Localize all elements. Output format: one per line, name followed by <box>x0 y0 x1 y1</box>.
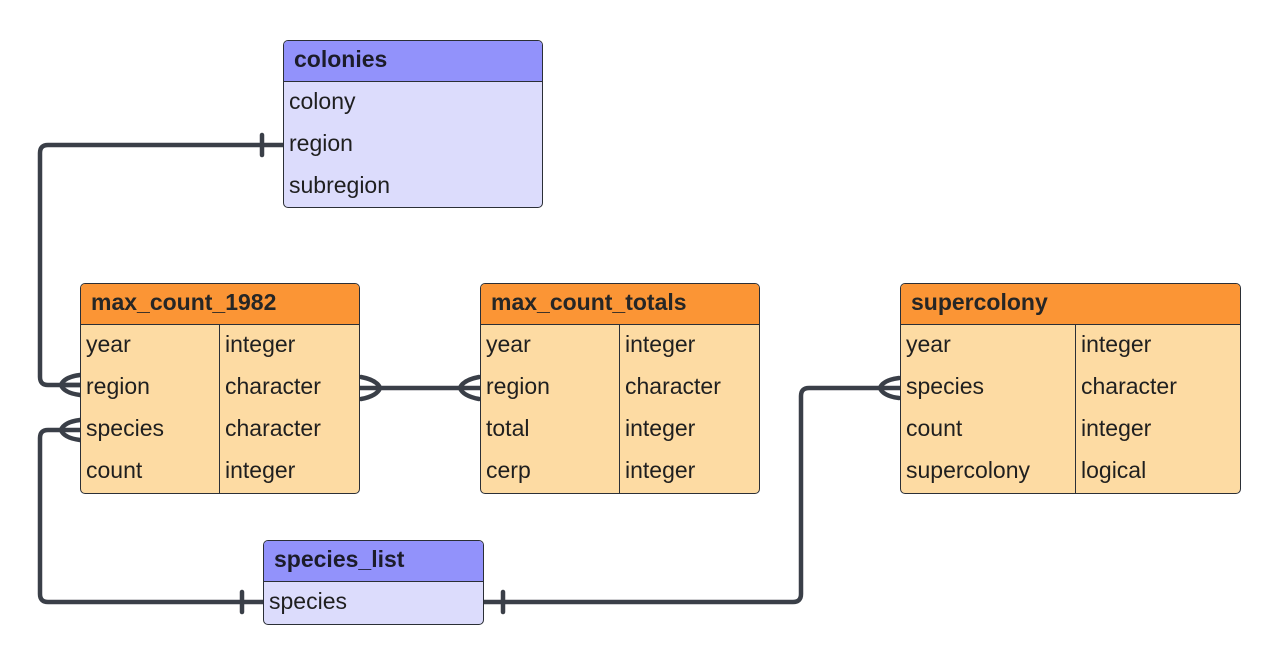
table-row[interactable]: cerp integer <box>481 451 759 493</box>
field-type: character <box>225 373 321 399</box>
field-type: character <box>1081 373 1177 399</box>
table-row[interactable]: supercolony logical <box>901 451 1240 493</box>
field-name: supercolony <box>906 457 1031 483</box>
field-name: region <box>486 373 550 399</box>
field-name: species <box>269 588 347 614</box>
table-title: supercolony <box>901 284 1240 325</box>
field-name: region <box>86 373 150 399</box>
many-marker <box>58 372 83 398</box>
field-type: integer <box>625 457 696 483</box>
table-max-count-1982[interactable]: max_count_1982 year integer region chara… <box>80 283 360 494</box>
field-name: species <box>86 415 164 441</box>
field-type: integer <box>1081 415 1152 441</box>
table-row[interactable]: subregion <box>284 166 542 207</box>
connector-max-count-1982-to-max-count-totals <box>357 374 483 402</box>
field-name: species <box>906 373 984 399</box>
table-row[interactable]: species character <box>81 409 359 451</box>
connector-species-list-to-supercolony-species <box>481 375 903 615</box>
table-title: max_count_1982 <box>81 284 359 325</box>
table-row[interactable]: total integer <box>481 409 759 451</box>
column-divider <box>1075 325 1077 493</box>
field-type: integer <box>225 331 296 357</box>
table-title: species_list <box>264 541 483 582</box>
field-name: count <box>906 415 963 441</box>
many-marker <box>358 374 383 402</box>
many-marker <box>877 375 902 401</box>
field-type: character <box>625 373 721 399</box>
field-name: total <box>486 415 530 441</box>
table-row[interactable]: region character <box>481 367 759 409</box>
field-name: year <box>486 331 531 357</box>
table-title: max_count_totals <box>481 284 759 325</box>
field-type: integer <box>625 415 696 441</box>
field-type: character <box>225 415 321 441</box>
table-max-count-totals[interactable]: max_count_totals year integer region cha… <box>480 283 760 494</box>
table-supercolony[interactable]: supercolony year integer species charact… <box>900 283 1241 494</box>
table-species-list[interactable]: species_list species <box>263 540 484 625</box>
field-name: year <box>86 331 131 357</box>
table-row[interactable]: count integer <box>81 451 359 493</box>
table-colonies[interactable]: colonies colony region subregion <box>283 40 543 208</box>
connector-colonies-region-to-max-count-1982-region <box>37 132 286 398</box>
field-type: integer <box>625 331 696 357</box>
table-row[interactable]: colony <box>284 82 542 124</box>
column-divider <box>619 325 621 493</box>
field-name: subregion <box>289 172 391 198</box>
many-marker <box>58 417 83 443</box>
table-row[interactable]: region character <box>81 367 359 409</box>
field-type: integer <box>1081 331 1152 357</box>
field-name: colony <box>289 88 356 114</box>
table-row[interactable]: species character <box>901 367 1240 409</box>
table-row[interactable]: year integer <box>901 325 1240 367</box>
table-row[interactable]: count integer <box>901 409 1240 451</box>
table-title: colonies <box>284 41 542 82</box>
table-row[interactable]: year integer <box>81 325 359 367</box>
field-type: integer <box>225 457 296 483</box>
table-row[interactable]: region <box>284 124 542 166</box>
column-divider <box>219 325 221 493</box>
connector-species-list-to-max-count-1982-species <box>37 417 266 615</box>
table-row[interactable]: species <box>264 582 483 624</box>
table-row[interactable]: year integer <box>481 325 759 367</box>
field-name: year <box>906 331 951 357</box>
field-type: logical <box>1081 457 1147 483</box>
field-name: region <box>289 130 353 156</box>
field-name: cerp <box>486 457 531 483</box>
many-marker <box>457 374 482 402</box>
field-name: count <box>86 457 143 483</box>
